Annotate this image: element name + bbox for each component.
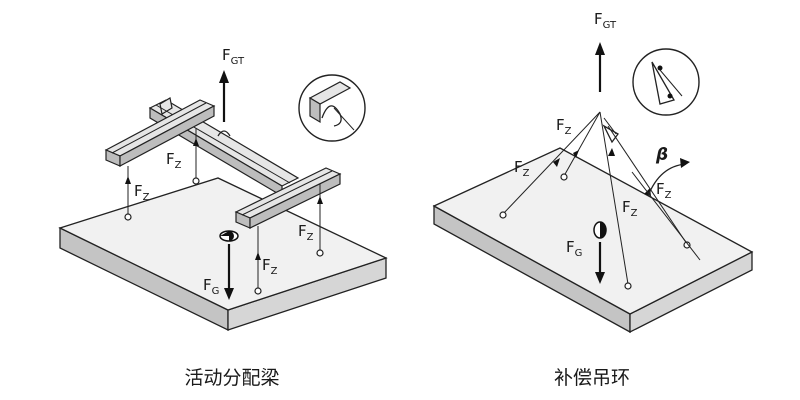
beta-label: β — [655, 145, 668, 165]
right-caption: 补偿吊环 — [554, 367, 630, 389]
left-fg-label: FG — [203, 276, 219, 297]
sling-force-arrows-left — [125, 138, 323, 260]
center-of-gravity-symbol — [219, 230, 239, 242]
cross-beam-left — [104, 99, 216, 167]
left-plate — [58, 177, 388, 332]
right-plate — [432, 147, 754, 334]
right-fz-label-center: FZ — [622, 198, 638, 219]
left-fz-label-center: FZ — [166, 150, 182, 171]
left-fgt-label: FGT — [222, 46, 245, 67]
right-fz-label-right: FZ — [656, 180, 672, 201]
compensating-ring-diagram: FGT FZ FZ FZ FZ FG β 补偿吊环 — [432, 10, 754, 389]
center-of-gravity-symbol-right — [593, 221, 607, 239]
right-fz-label-left: FZ — [514, 158, 530, 179]
left-fz-label-right: FZ — [298, 222, 314, 243]
compensating-ring — [602, 124, 619, 144]
spreader-beam-diagram: FGT FZ FZ FZ FZ FG 活动分配梁 — [58, 46, 388, 389]
right-fz-label-top: FZ — [556, 116, 572, 137]
detail-circle-left — [298, 74, 366, 142]
right-slings — [499, 111, 691, 290]
right-fgt-label: FGT — [594, 10, 617, 31]
left-caption: 活动分配梁 — [184, 367, 279, 389]
lifting-eye — [217, 130, 231, 137]
left-fz-label-bottom: FZ — [262, 256, 278, 277]
left-fz-label-left: FZ — [134, 182, 150, 203]
right-fg-label: FG — [566, 238, 582, 259]
cross-beam-right — [234, 167, 342, 229]
detail-circle-right — [632, 48, 700, 116]
